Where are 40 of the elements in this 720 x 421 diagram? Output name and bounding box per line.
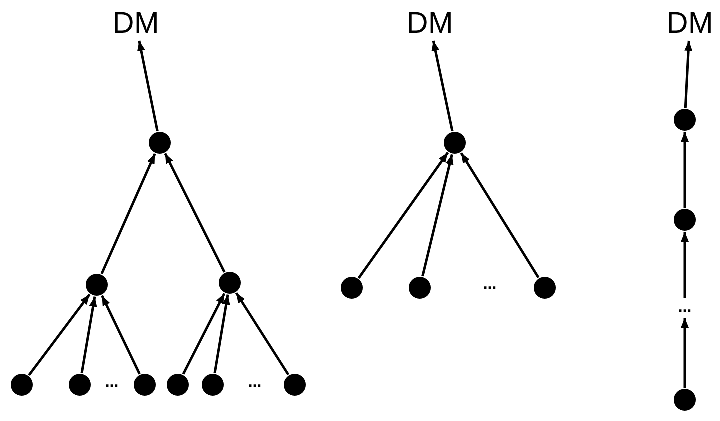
arrow (137, 40, 159, 132)
arrow (164, 153, 226, 273)
decision-maker-label: DM (108, 7, 164, 41)
arrow (684, 40, 693, 108)
arrow (28, 294, 91, 376)
node-dot (11, 374, 33, 396)
arrow (214, 294, 230, 374)
arrow (460, 152, 540, 278)
arrow (681, 318, 689, 388)
arrow (358, 152, 450, 279)
node-dot (534, 277, 556, 299)
node-dot (219, 272, 241, 294)
decision-maker-label: DM (402, 7, 458, 41)
arrow (101, 295, 141, 375)
arrow (80, 296, 98, 374)
arrow (422, 154, 454, 277)
decision-maker-label: DM (662, 7, 718, 41)
node-dot (69, 374, 91, 396)
node-dot (674, 389, 696, 411)
arrow (182, 293, 226, 375)
arrow (235, 292, 290, 376)
arrow (432, 40, 454, 132)
arrow (681, 132, 689, 208)
node-dot (674, 109, 696, 131)
arrow (681, 232, 689, 298)
arrow (100, 153, 156, 275)
node-dot (202, 374, 224, 396)
node-dot (149, 132, 171, 154)
node-dot (341, 277, 363, 299)
ellipsis: ... (483, 277, 497, 293)
ellipsis: ... (248, 375, 262, 391)
node-dot (444, 132, 466, 154)
node-dot (86, 274, 108, 296)
ellipsis: ... (673, 298, 697, 318)
node-dot (284, 374, 306, 396)
ellipsis: ... (105, 375, 119, 391)
node-dot (674, 209, 696, 231)
node-dot (167, 374, 189, 396)
node-dot (409, 277, 431, 299)
node-dot (134, 374, 156, 396)
